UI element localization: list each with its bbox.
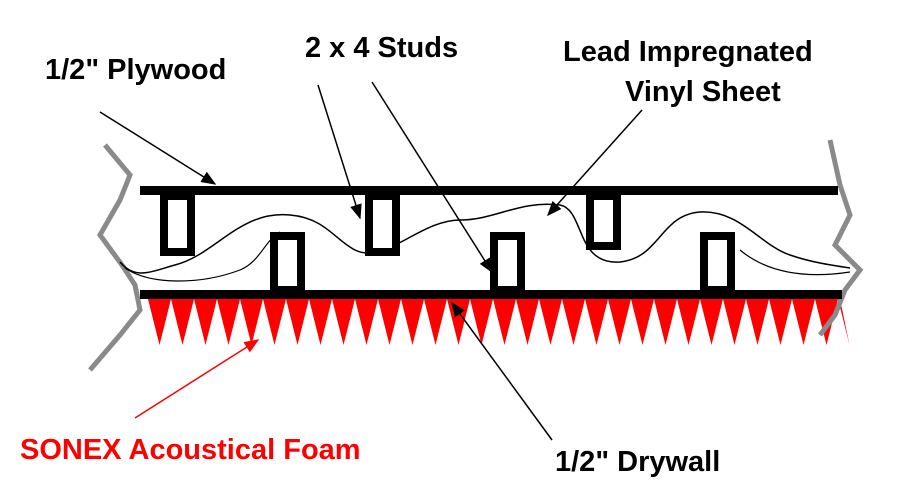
- foam-label: SONEX Acoustical Foam: [20, 434, 361, 466]
- plywood-label: 1/2" Plywood: [45, 54, 227, 86]
- foam-teeth: [148, 299, 850, 345]
- stud-top-2: [365, 192, 400, 256]
- acoustical-foam: [148, 299, 850, 345]
- drywall-label: 1/2" Drywall: [555, 446, 721, 478]
- drywall-layer: [140, 290, 842, 299]
- stud-bottom-3: [700, 232, 735, 294]
- plywood-arrow: [99, 111, 217, 185]
- right-break-edge: [818, 139, 864, 337]
- stud-top-3: [586, 192, 621, 250]
- vinyl-label-line1: Lead Impregnated: [563, 36, 813, 68]
- vinyl-arrow: [546, 109, 643, 217]
- vinyl-sheet-lower: [124, 231, 851, 282]
- studs-label: 2 x 4 Studs: [305, 32, 459, 64]
- drywall-arrow: [451, 301, 553, 441]
- foam-arrow: [134, 339, 260, 419]
- stud-top-1: [160, 192, 195, 256]
- studs: [160, 192, 735, 294]
- vinyl-sheet: [119, 203, 851, 274]
- left-break-edge: [88, 143, 143, 372]
- plywood-layer: [140, 186, 838, 195]
- vinyl-label-line2: Vinyl Sheet: [625, 76, 781, 108]
- studs-arrow-2: [371, 81, 493, 274]
- stud-bottom-2: [490, 232, 525, 294]
- stud-bottom-1: [270, 232, 305, 294]
- studs-arrow-1: [317, 84, 362, 220]
